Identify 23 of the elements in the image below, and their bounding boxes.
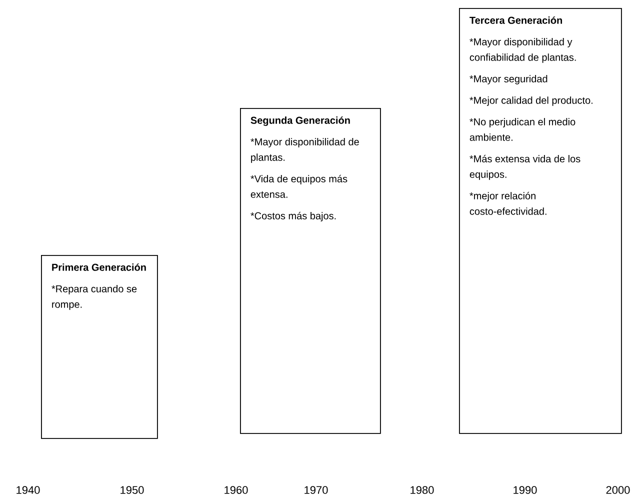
text: *Más extensa vida de los equipos.: [470, 154, 580, 180]
text: *No perjudican el medio ambiente.: [470, 118, 576, 141]
heading: Primera Generación: [52, 263, 146, 271]
text: *Mejor calidad del producto.: [470, 96, 592, 106]
year-label: 1960: [224, 486, 248, 494]
year-label: 1950: [120, 486, 144, 494]
year-label: 1940: [16, 486, 40, 494]
year-label: 1990: [514, 486, 537, 494]
year-label: 1980: [410, 486, 434, 494]
text: *Costos más bajos.: [250, 212, 336, 222]
heading: Tercera Generación: [470, 16, 562, 24]
text: *Mayor disponibilidad de plantas.: [250, 138, 359, 163]
text: *Mayor disponibilidad y confiabilidad de plantas.: [470, 38, 576, 63]
text: *mejor relación costo-efectividad.: [470, 192, 546, 215]
year-label: 2000: [606, 486, 630, 494]
text: *Repara cuando se rompe.: [52, 285, 137, 310]
generation-box: [41, 255, 158, 439]
generation-box: [459, 8, 622, 434]
text: *Vida de equipos más extensa.: [250, 174, 348, 198]
text: *Mayor seguridad: [470, 75, 548, 84]
year-label: 1970: [304, 486, 328, 494]
generation-box: [240, 108, 381, 434]
heading: Segunda Generación: [250, 116, 350, 126]
